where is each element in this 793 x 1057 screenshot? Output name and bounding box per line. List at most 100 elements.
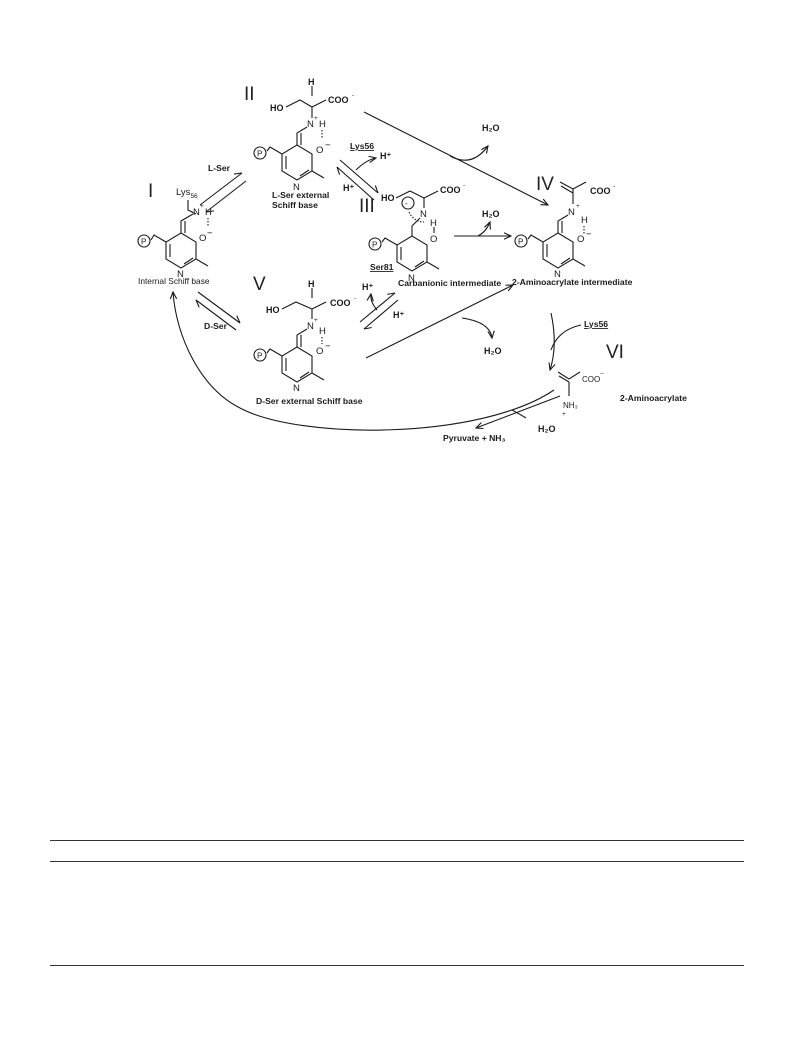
- proton-up-label: H⁺: [362, 282, 373, 292]
- alpha-h: H: [308, 279, 315, 289]
- carbanion-charge: -: [405, 199, 408, 208]
- arrow-V-to-I: [196, 299, 237, 331]
- reaction-arrows: L-Ser D-Ser Lys56 H⁺ H⁺ H⁺ H⁺ H₂O H₂O H₂…: [173, 111, 608, 443]
- serine-chain: [395, 190, 439, 199]
- return-to-I-arc: [173, 292, 555, 431]
- carboxylate-label: COO: [330, 298, 351, 308]
- stage-I: I Lys56 N + H O − N P Internal Schiff ba…: [137, 181, 213, 286]
- phenol-h: H: [430, 218, 437, 229]
- imine-h: H: [581, 215, 588, 226]
- stage-III: III HO COO - - N O H N P Ser81 Carbanion…: [359, 182, 501, 288]
- imine-plus: +: [314, 115, 318, 122]
- proton-out-arrow: [355, 158, 376, 171]
- phenolate-o: O: [199, 233, 206, 244]
- arrow-I-to-V: [197, 291, 240, 324]
- stage-IV: IV COO - N + H O − N P 2-Aminoacrylate i…: [512, 174, 633, 287]
- water-top-label: H₂O: [482, 123, 500, 133]
- table-rule-top: [50, 840, 744, 841]
- phenol-o: O: [430, 234, 437, 245]
- arrow-II-to-I: [205, 180, 247, 212]
- lys56-right-label: Lys56: [584, 319, 608, 329]
- carboxylate-minus: -: [354, 295, 356, 302]
- hydroxyl-label: HO: [381, 193, 395, 203]
- methyl-bond: [195, 258, 209, 267]
- imine-double-bond: [180, 213, 194, 233]
- pyridine-ring-II: [281, 144, 313, 181]
- lys-residue-label: Lys56: [176, 187, 198, 200]
- arrow-IV-to-VI: [550, 312, 554, 370]
- proton-out-label: H⁺: [380, 151, 391, 161]
- carboxyl-bond: [311, 99, 327, 108]
- proton-up-arrow: [371, 294, 378, 311]
- internal-schiff-label: Internal Schiff base: [138, 276, 210, 286]
- water-hydrolysis-label: H₂O: [538, 424, 556, 434]
- phenolate-minus: −: [325, 341, 331, 352]
- phosphate-circle: [253, 146, 267, 160]
- ring-n: N: [293, 383, 300, 394]
- carboxyl-bond: [311, 301, 327, 310]
- phenolate-minus: −: [325, 140, 331, 151]
- proton-in-label: H⁺: [343, 183, 354, 193]
- imine-plus: +: [200, 203, 204, 210]
- phosphate-linker: [266, 348, 283, 357]
- stage-VI: VI COO − NH₃ + 2-Aminoacrylate: [557, 342, 687, 418]
- carboxylate-minus: -: [613, 183, 615, 190]
- arrow-V-to-IV: [365, 285, 513, 359]
- stage-IV-numeral: IV: [536, 174, 554, 195]
- water-release-top: [449, 146, 488, 161]
- stage-II: II HO H COO - N + H O − N P L-Ser extern…: [244, 77, 354, 210]
- phosphate-p: P: [372, 241, 377, 250]
- acrylate-chain: [557, 371, 581, 383]
- carboxylate-label: COO: [582, 375, 600, 384]
- stage-III-numeral: III: [359, 196, 375, 217]
- pyridine-ring-V: [281, 346, 313, 383]
- stage-VI-numeral: VI: [606, 342, 624, 363]
- ring-n: N: [554, 269, 561, 280]
- imine-double-bond: [296, 126, 308, 145]
- ring-n: N: [293, 182, 300, 193]
- resonance-dots: [408, 211, 425, 223]
- phosphate-circle: [514, 234, 528, 248]
- lser-label: L-Ser: [208, 163, 231, 173]
- imine-double-bond: [296, 328, 308, 347]
- carboxylate-label: COO: [440, 185, 461, 195]
- phosphate-linker: [527, 234, 544, 243]
- phenolate-o: O: [316, 346, 323, 357]
- phosphate-circle: [368, 237, 382, 251]
- arrow-II-to-III: [339, 159, 378, 194]
- lser-external-label-2: Schiff base: [272, 200, 318, 210]
- imine-h: H: [319, 326, 326, 337]
- hydroxyl-label: HO: [266, 305, 280, 315]
- phosphate-p: P: [257, 150, 262, 159]
- alpha-h: H: [308, 77, 315, 87]
- carbanion-circle: [401, 196, 415, 210]
- phosphate-linker: [266, 146, 283, 155]
- phosphate-circle: [137, 234, 151, 248]
- carboxylate-minus: -: [352, 92, 354, 99]
- lys56-attack-arrow: [550, 324, 582, 351]
- hydroxyl-label: HO: [270, 103, 284, 113]
- lser-external-label-1: L-Ser external: [272, 190, 329, 200]
- table-rule-bottom: [50, 965, 744, 966]
- dser-label: D-Ser: [204, 321, 228, 331]
- phosphate-circle: [253, 348, 267, 362]
- carboxylate-label: COO: [590, 186, 611, 196]
- ring-n: N: [177, 269, 184, 280]
- lys-bond: [187, 200, 197, 215]
- carboxylate-minus: -: [463, 182, 465, 189]
- amine-plus: +: [562, 411, 566, 418]
- water-mid-label: H₂O: [482, 209, 500, 219]
- serine-chain: [285, 99, 313, 108]
- imine-h: H: [319, 119, 326, 130]
- ring-n: N: [408, 273, 415, 284]
- phenolate-o: O: [316, 145, 323, 156]
- methyl-bond: [311, 372, 325, 381]
- arrow-I-to-II: [199, 173, 243, 206]
- ser81-label: Ser81: [370, 262, 394, 272]
- dser-external-label: D-Ser external Schiff base: [256, 396, 363, 406]
- imine-double-bond: [557, 214, 569, 233]
- imine-plus: +: [314, 317, 318, 324]
- stage-V: V HO H COO - N + H O − N P D-Ser externa…: [253, 274, 363, 406]
- amine-label: NH₃: [563, 401, 578, 410]
- aminoacrylate-intermediate-label: 2-Aminoacrylate intermediate: [512, 277, 633, 287]
